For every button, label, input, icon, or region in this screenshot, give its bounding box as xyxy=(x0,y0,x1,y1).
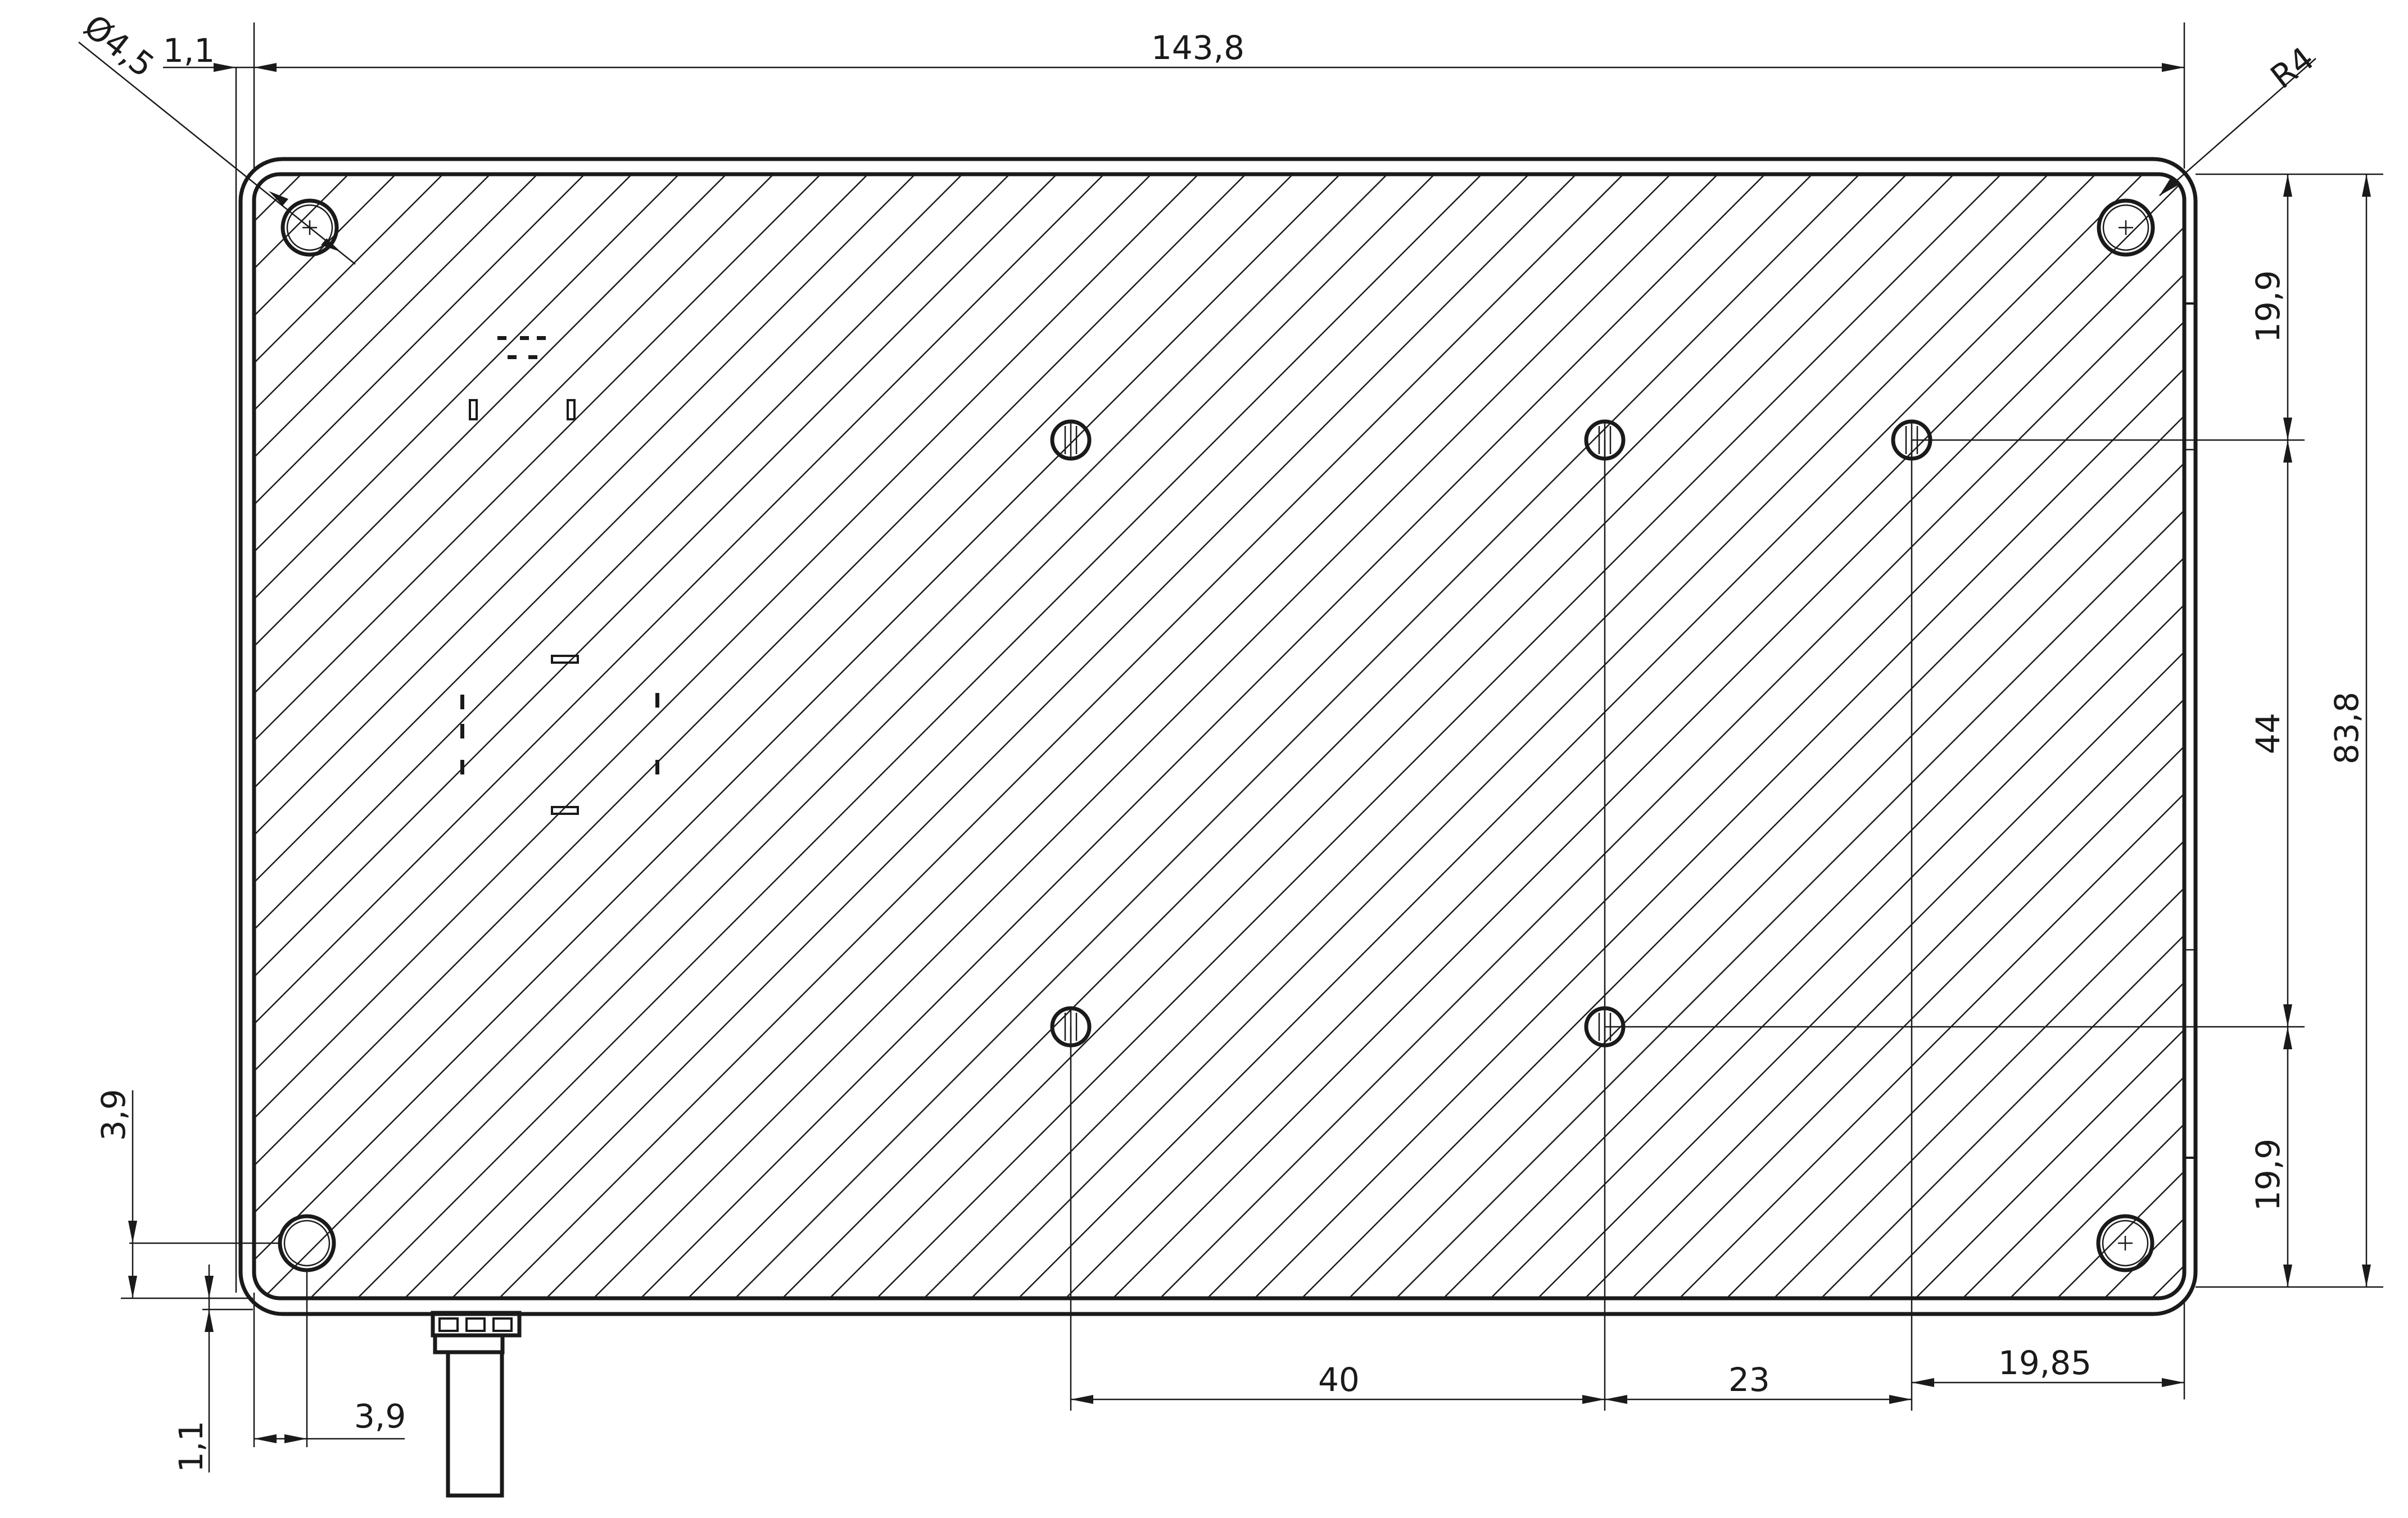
hatch-line xyxy=(1018,174,2143,1298)
hatch-line xyxy=(546,174,1671,1298)
hatch-line xyxy=(876,174,2002,1298)
hole-top-left xyxy=(280,198,339,257)
hatch-line xyxy=(1160,174,2184,1298)
hatch-line xyxy=(254,174,1010,1298)
dim-hole-inset-x: 3,9 xyxy=(354,1397,406,1435)
dim-spacing-23: 23 xyxy=(1728,1361,1770,1399)
hatch-line xyxy=(254,174,443,1298)
hatch-line xyxy=(254,174,302,1298)
cable xyxy=(446,1350,504,1498)
hole-bottom-left xyxy=(278,1214,336,1272)
hatch-line xyxy=(262,174,1388,1298)
hatch-line xyxy=(1443,174,2184,1298)
marking-bar-top xyxy=(551,655,579,664)
hatch-line xyxy=(829,174,1954,1298)
component-markings xyxy=(460,336,659,815)
dim-left-offset-top: 1,1 xyxy=(163,31,215,70)
hatch-line xyxy=(640,174,1766,1298)
hatch-line xyxy=(254,174,1152,1298)
marking-ticks xyxy=(460,693,659,774)
board-outer-edge xyxy=(238,157,2198,1316)
hatch-line xyxy=(1490,174,2184,1298)
hatch-line xyxy=(971,174,2096,1298)
hatch-line xyxy=(451,174,1577,1298)
hatch-line xyxy=(254,174,963,1298)
hatch-line xyxy=(1868,174,2184,1298)
standoff-1 xyxy=(1050,419,1092,461)
hatch-line xyxy=(499,174,1624,1298)
marking-dots xyxy=(497,336,546,359)
hatch-line xyxy=(1821,174,2184,1298)
hatch-line xyxy=(1537,174,2184,1298)
hatch-line xyxy=(310,174,1435,1298)
dim-right-middle-pitch: 44 xyxy=(2249,713,2287,754)
corner-holes xyxy=(278,198,2155,1272)
hatch-line xyxy=(254,174,585,1298)
hatch-line xyxy=(1254,174,2184,1298)
hatch-line xyxy=(593,174,1718,1298)
dim-right-top-pitch: 19,9 xyxy=(2249,270,2287,343)
hatch-line xyxy=(357,174,1482,1298)
hatch-line xyxy=(254,174,1246,1298)
hatch-line xyxy=(254,174,349,1298)
hatch-line xyxy=(254,174,727,1298)
hatch-line xyxy=(254,174,1293,1298)
hatch-line xyxy=(254,174,821,1298)
hatch-line xyxy=(1773,174,2184,1298)
marking-led-1 xyxy=(469,399,478,420)
dim-left-hole-height: 3,9 xyxy=(94,1089,133,1141)
hatch-line xyxy=(254,174,1199,1298)
hatch-line xyxy=(254,174,916,1298)
hatch-line xyxy=(782,174,1907,1298)
hatch-line xyxy=(1396,174,2184,1298)
hatch-pattern xyxy=(254,174,2184,1298)
cable-connector xyxy=(431,1311,522,1498)
hatch-line xyxy=(254,174,632,1298)
hatch-line xyxy=(1301,174,2184,1298)
dim-hole-diameter: Ø4,5 xyxy=(76,7,161,84)
hatch-line xyxy=(254,174,868,1298)
hatch-line xyxy=(1112,174,2184,1298)
hatch-line xyxy=(1585,174,2184,1298)
board-outline xyxy=(235,67,2198,1316)
dim-overall-height: 83,8 xyxy=(2328,692,2366,764)
hole-bottom-right xyxy=(2096,1214,2154,1272)
dim-corner-radius: R4 xyxy=(2264,39,2321,96)
hatch-line xyxy=(1962,174,2184,1298)
dim-left-offset-bottom: 1,1 xyxy=(172,1421,210,1472)
dimension-lines xyxy=(78,22,2383,1472)
hatch-line xyxy=(254,174,538,1298)
right-edge-connector xyxy=(2184,302,2197,1159)
hatch-line xyxy=(404,174,1529,1298)
standoff-holes xyxy=(1050,419,1932,1048)
marking-led-2 xyxy=(567,399,576,420)
hatch-line xyxy=(254,174,1341,1298)
board-inner-edge xyxy=(252,172,2187,1301)
hatch-line xyxy=(1915,174,2184,1298)
hatch-line xyxy=(254,174,1105,1298)
hatch-line xyxy=(1632,174,2184,1298)
hatch-line xyxy=(254,174,491,1298)
dim-spacing-1985: 19,85 xyxy=(1998,1344,2092,1382)
hatch-line xyxy=(254,174,680,1298)
hatch-line xyxy=(924,174,2049,1298)
hole-top-right xyxy=(2097,198,2155,257)
hatch-line xyxy=(1207,174,2184,1298)
hatch-line xyxy=(1679,174,2184,1298)
dim-right-bottom-pitch: 19,9 xyxy=(2249,1139,2287,1211)
hatch-line xyxy=(687,174,1813,1298)
dimension-labels: Ø4,5 1,1 143,8 R4 19,9 44 83,8 19,9 3,9 … xyxy=(76,7,2366,1472)
hatch-line xyxy=(254,174,1057,1298)
hatch-line xyxy=(1726,174,2184,1298)
hatch-line xyxy=(735,174,1860,1298)
dim-overall-width: 143,8 xyxy=(1151,29,1244,67)
hatch-line xyxy=(254,174,774,1298)
dim-spacing-40: 40 xyxy=(1318,1361,1360,1399)
marking-bar-bottom xyxy=(551,806,579,815)
hatch-line xyxy=(1065,174,2184,1298)
